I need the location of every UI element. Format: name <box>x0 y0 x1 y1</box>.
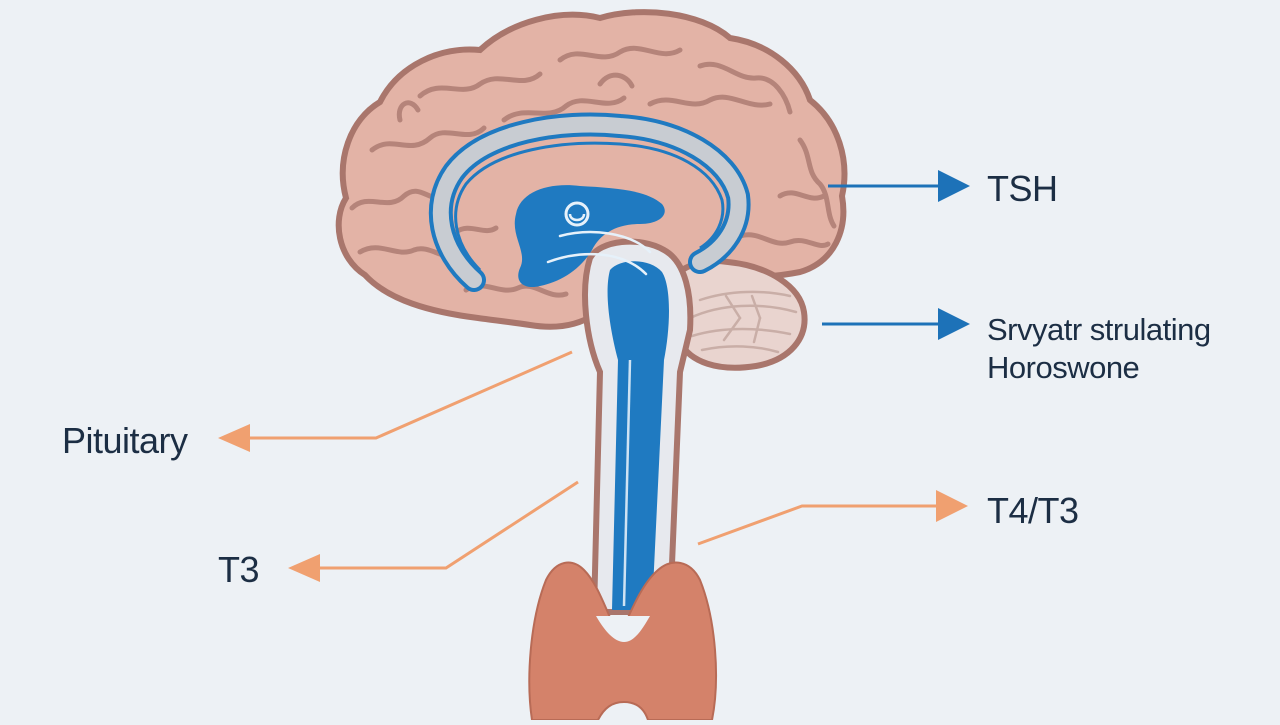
pituitary-arrow <box>218 350 573 452</box>
label-releasing-hormone-line1: Srvyatr strulating <box>987 312 1211 347</box>
label-releasing-hormone-line2: Horoswone <box>987 350 1140 385</box>
arrow-left-icon <box>288 554 320 582</box>
arrow-right-icon <box>938 170 970 202</box>
label-t4-t3: T4/T3 <box>987 490 1079 531</box>
label-tsh: TSH <box>987 168 1058 209</box>
label-releasing-hormone: Srvyatr strulating Horoswone <box>987 311 1211 387</box>
t3-arrow <box>288 480 579 582</box>
label-t3: T3 <box>218 549 260 590</box>
trh-arrow <box>822 308 970 340</box>
tsh-arrow <box>828 170 970 202</box>
thyroid <box>528 561 717 721</box>
arrow-right-icon <box>936 490 968 522</box>
limbic-ring <box>428 112 751 292</box>
arrow-left-icon <box>218 424 250 452</box>
label-pituitary: Pituitary <box>62 420 188 461</box>
brainstem <box>582 238 694 615</box>
brain-gyri <box>349 45 837 298</box>
pathway-channel <box>607 261 669 610</box>
arrow-right-icon <box>938 308 970 340</box>
t4-t3-arrow <box>697 490 968 546</box>
